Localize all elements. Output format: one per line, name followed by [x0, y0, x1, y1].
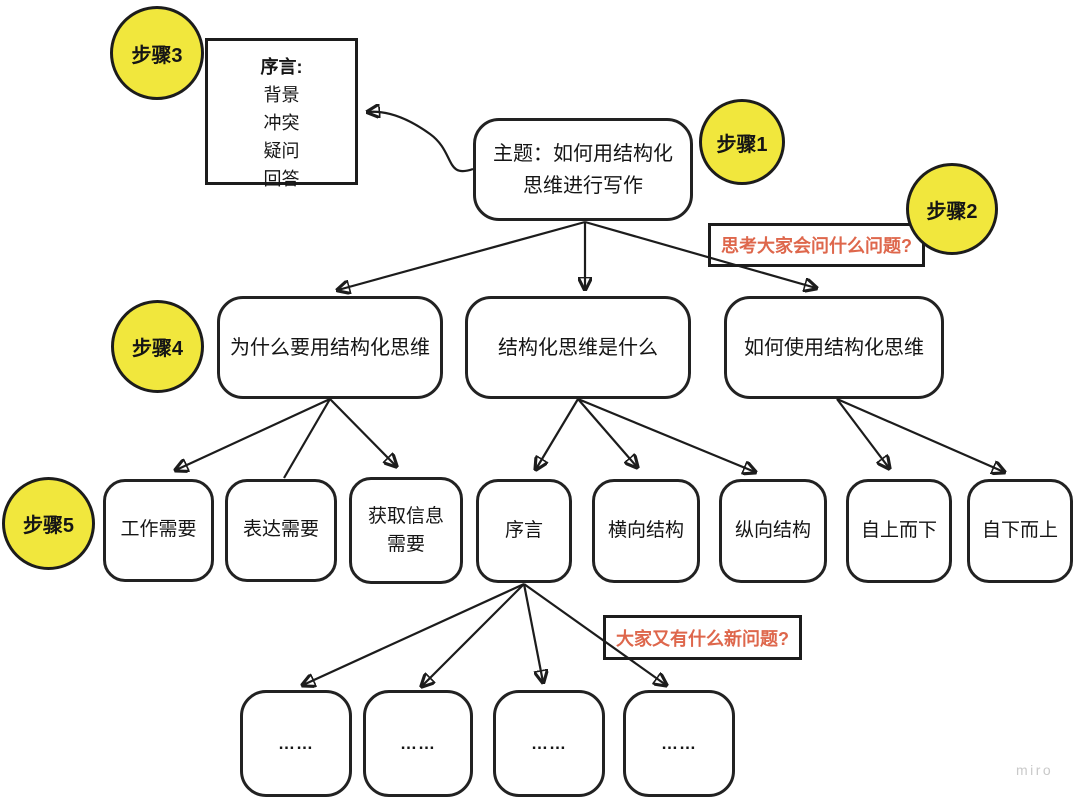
node-label: 自上而下 — [860, 519, 937, 541]
node-label: 序言 — [504, 519, 543, 541]
node-ellipsis-3[interactable]: …… — [493, 690, 605, 797]
connector-preface-ellipsis3[interactable] — [522, 583, 543, 682]
connector-preface-ellipsis2[interactable] — [422, 583, 525, 686]
node-what-is-structured-thinking[interactable]: 结构化思维是什么 — [465, 296, 691, 399]
topic-label: 主题：如何用结构化思维进行写作 — [493, 142, 673, 197]
badge-step3[interactable]: 步骤3 — [110, 6, 204, 100]
badge-step4[interactable]: 步骤4 — [111, 300, 204, 393]
node-preface-detail[interactable]: 序言: 背景 冲突 疑问 回答 — [205, 38, 358, 189]
connector-what-horizontal[interactable] — [577, 398, 637, 467]
node-how-to-use-structured-thinking[interactable]: 如何使用结构化思维 — [724, 296, 944, 399]
node-label: …… — [400, 733, 436, 753]
annotation-label: 思考大家会问什么问题? — [721, 236, 912, 256]
node-topic[interactable]: 主题：如何用结构化思维进行写作 — [473, 118, 693, 221]
node-express-need[interactable]: 表达需要 — [225, 479, 337, 582]
connector-why-info[interactable] — [329, 398, 396, 466]
badge-step2[interactable]: 步骤2 — [906, 163, 998, 255]
node-label: 为什么要用结构化思维 — [230, 336, 430, 359]
node-ellipsis-1[interactable]: …… — [240, 690, 352, 797]
badge-step5[interactable]: 步骤5 — [2, 477, 95, 570]
node-label: 结构化思维是什么 — [498, 336, 658, 359]
node-ellipsis-2[interactable]: …… — [363, 690, 473, 797]
connector-topic-preface-detail[interactable] — [368, 112, 474, 173]
node-label: 纵向结构 — [734, 519, 811, 541]
connector-why-work[interactable] — [176, 398, 331, 470]
node-label: 获取信息需要 — [367, 505, 444, 555]
badge-step1[interactable]: 步骤1 — [699, 99, 785, 185]
connector-what-vertical[interactable] — [577, 397, 755, 472]
node-label: …… — [661, 733, 697, 753]
preface-detail-item: 背景 — [263, 85, 300, 105]
node-preface[interactable]: 序言 — [476, 479, 572, 583]
node-ellipsis-4[interactable]: …… — [623, 690, 735, 797]
connector-what-preface[interactable] — [536, 398, 579, 469]
node-label: …… — [278, 733, 314, 753]
preface-detail-title: 序言: — [260, 57, 303, 77]
node-label: 表达需要 — [242, 519, 319, 541]
connector-topic-why[interactable] — [338, 220, 586, 290]
node-horizontal-structure[interactable]: 横向结构 — [592, 479, 700, 583]
node-label: 如何使用结构化思维 — [744, 336, 924, 359]
annotation-question-2[interactable]: 大家又有什么新问题? — [603, 615, 802, 660]
annotation-question-1[interactable]: 思考大家会问什么问题? — [708, 223, 925, 267]
miro-watermark: miro — [1016, 762, 1054, 778]
annotation-label: 大家又有什么新问题? — [616, 628, 789, 649]
preface-detail-item: 冲突 — [263, 113, 300, 133]
node-vertical-structure[interactable]: 纵向结构 — [719, 479, 827, 583]
node-label: 自下而上 — [981, 519, 1058, 541]
connector-how-bottomup[interactable] — [836, 397, 1004, 472]
node-label: 横向结构 — [607, 519, 684, 541]
node-label: 工作需要 — [120, 519, 197, 541]
connector-preface-ellipsis1[interactable] — [303, 582, 525, 685]
node-info-need[interactable]: 获取信息需要 — [349, 477, 463, 584]
node-top-down[interactable]: 自上而下 — [846, 479, 952, 583]
node-bottom-up[interactable]: 自下而上 — [967, 479, 1073, 583]
connector-why-express[interactable] — [283, 398, 331, 479]
node-work-need[interactable]: 工作需要 — [103, 479, 214, 582]
node-label: …… — [531, 733, 567, 753]
connector-how-topdown[interactable] — [836, 398, 889, 468]
preface-detail-item: 回答 — [263, 169, 300, 189]
node-why-structured-thinking[interactable]: 为什么要用结构化思维 — [217, 296, 443, 399]
preface-detail-item: 疑问 — [263, 141, 300, 161]
